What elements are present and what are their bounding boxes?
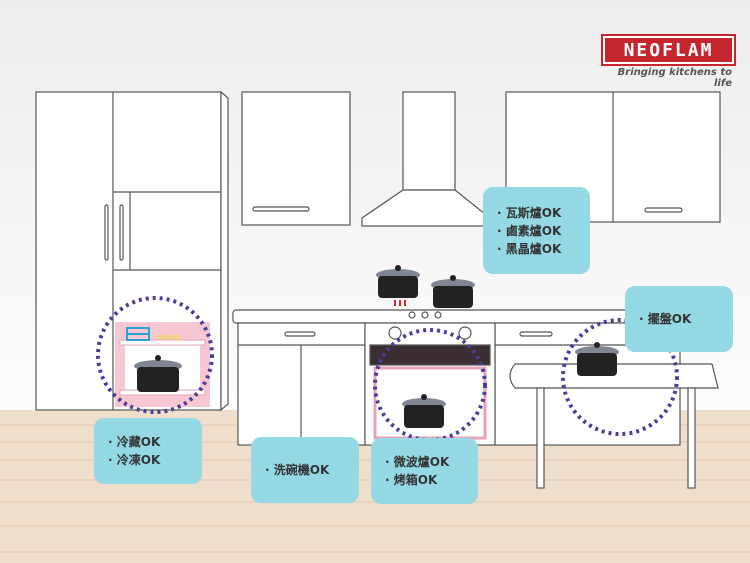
callout-item: 瓦斯爐OK	[497, 204, 590, 222]
logo-text: NEOFLAM	[623, 39, 714, 61]
stove-pot-1-icon	[376, 265, 420, 298]
callout-item: 擺盤OK	[639, 310, 733, 328]
neoflam-logo: NEOFLAM	[601, 34, 736, 66]
flame-icon	[394, 300, 406, 306]
upper-cabinet-left	[241, 91, 351, 226]
callout-item: 黑晶爐OK	[497, 240, 590, 258]
callout-item: 鹵素爐OK	[497, 222, 590, 240]
callout-item: 冷凍OK	[108, 451, 202, 469]
callout-item: 微波爐OK	[385, 453, 478, 471]
callout-item: 烤箱OK	[385, 471, 478, 489]
plating-callout: 擺盤OK	[625, 286, 733, 352]
pot-icons	[134, 265, 619, 428]
callout-item: 冷藏OK	[108, 433, 202, 451]
table	[509, 363, 719, 489]
stove-pot-2-icon	[431, 275, 475, 308]
range-hood	[361, 91, 491, 227]
stove-callout: 瓦斯爐OK 鹵素爐OK 黑晶爐OK	[483, 187, 590, 274]
oven-pot-icon	[402, 394, 446, 428]
fridge-callout: 冷藏OK 冷凍OK	[94, 418, 202, 484]
brand-tagline: Bringing kitchens to life	[617, 67, 732, 89]
fridge-pot-icon	[134, 355, 182, 392]
oven-callout: 微波爐OK 烤箱OK	[371, 438, 478, 504]
callout-item: 洗碗機OK	[265, 461, 359, 479]
table-pot-icon	[575, 342, 619, 376]
dishwasher-callout: 洗碗機OK	[251, 437, 359, 503]
